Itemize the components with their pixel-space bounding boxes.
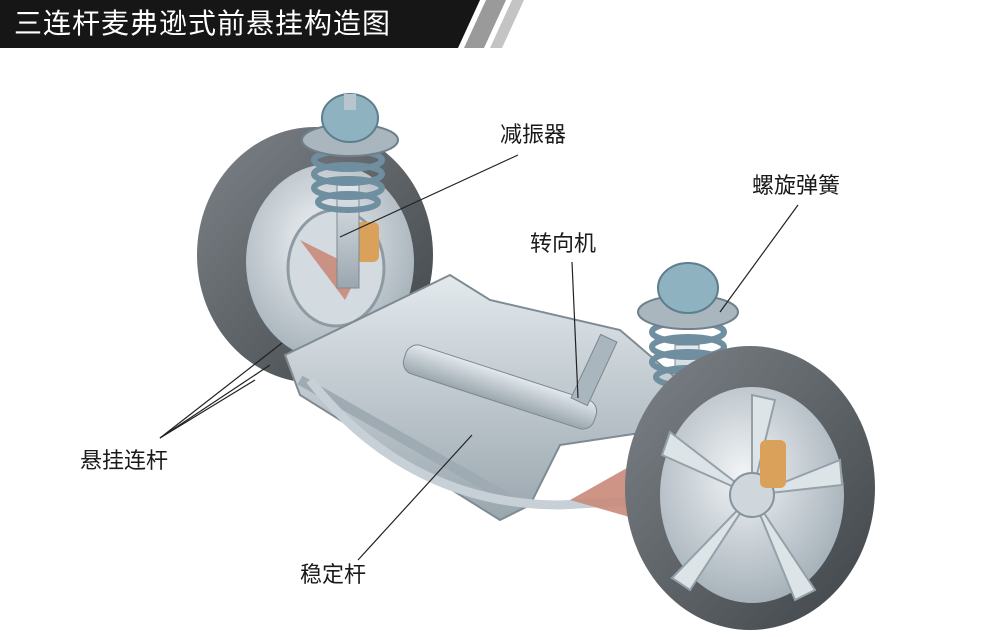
label-suspension-links: 悬挂连杆	[80, 449, 169, 474]
title-banner	[0, 0, 524, 48]
steering-rack	[402, 333, 618, 430]
right-wheel	[625, 346, 875, 630]
label-shock-absorber: 减振器	[500, 123, 567, 148]
leader-lines	[159, 154, 799, 561]
title-bar: 三连杆麦弗逊式前悬挂构造图	[0, 0, 560, 48]
label-coil-spring: 螺旋弹簧	[752, 174, 841, 199]
label-stabilizer-bar: 稳定杆	[300, 563, 367, 588]
stabilizer-bar	[306, 377, 651, 510]
label-steering-gear: 转向机	[530, 232, 597, 257]
diagram-title: 三连杆麦弗逊式前悬挂构造图	[14, 7, 392, 40]
